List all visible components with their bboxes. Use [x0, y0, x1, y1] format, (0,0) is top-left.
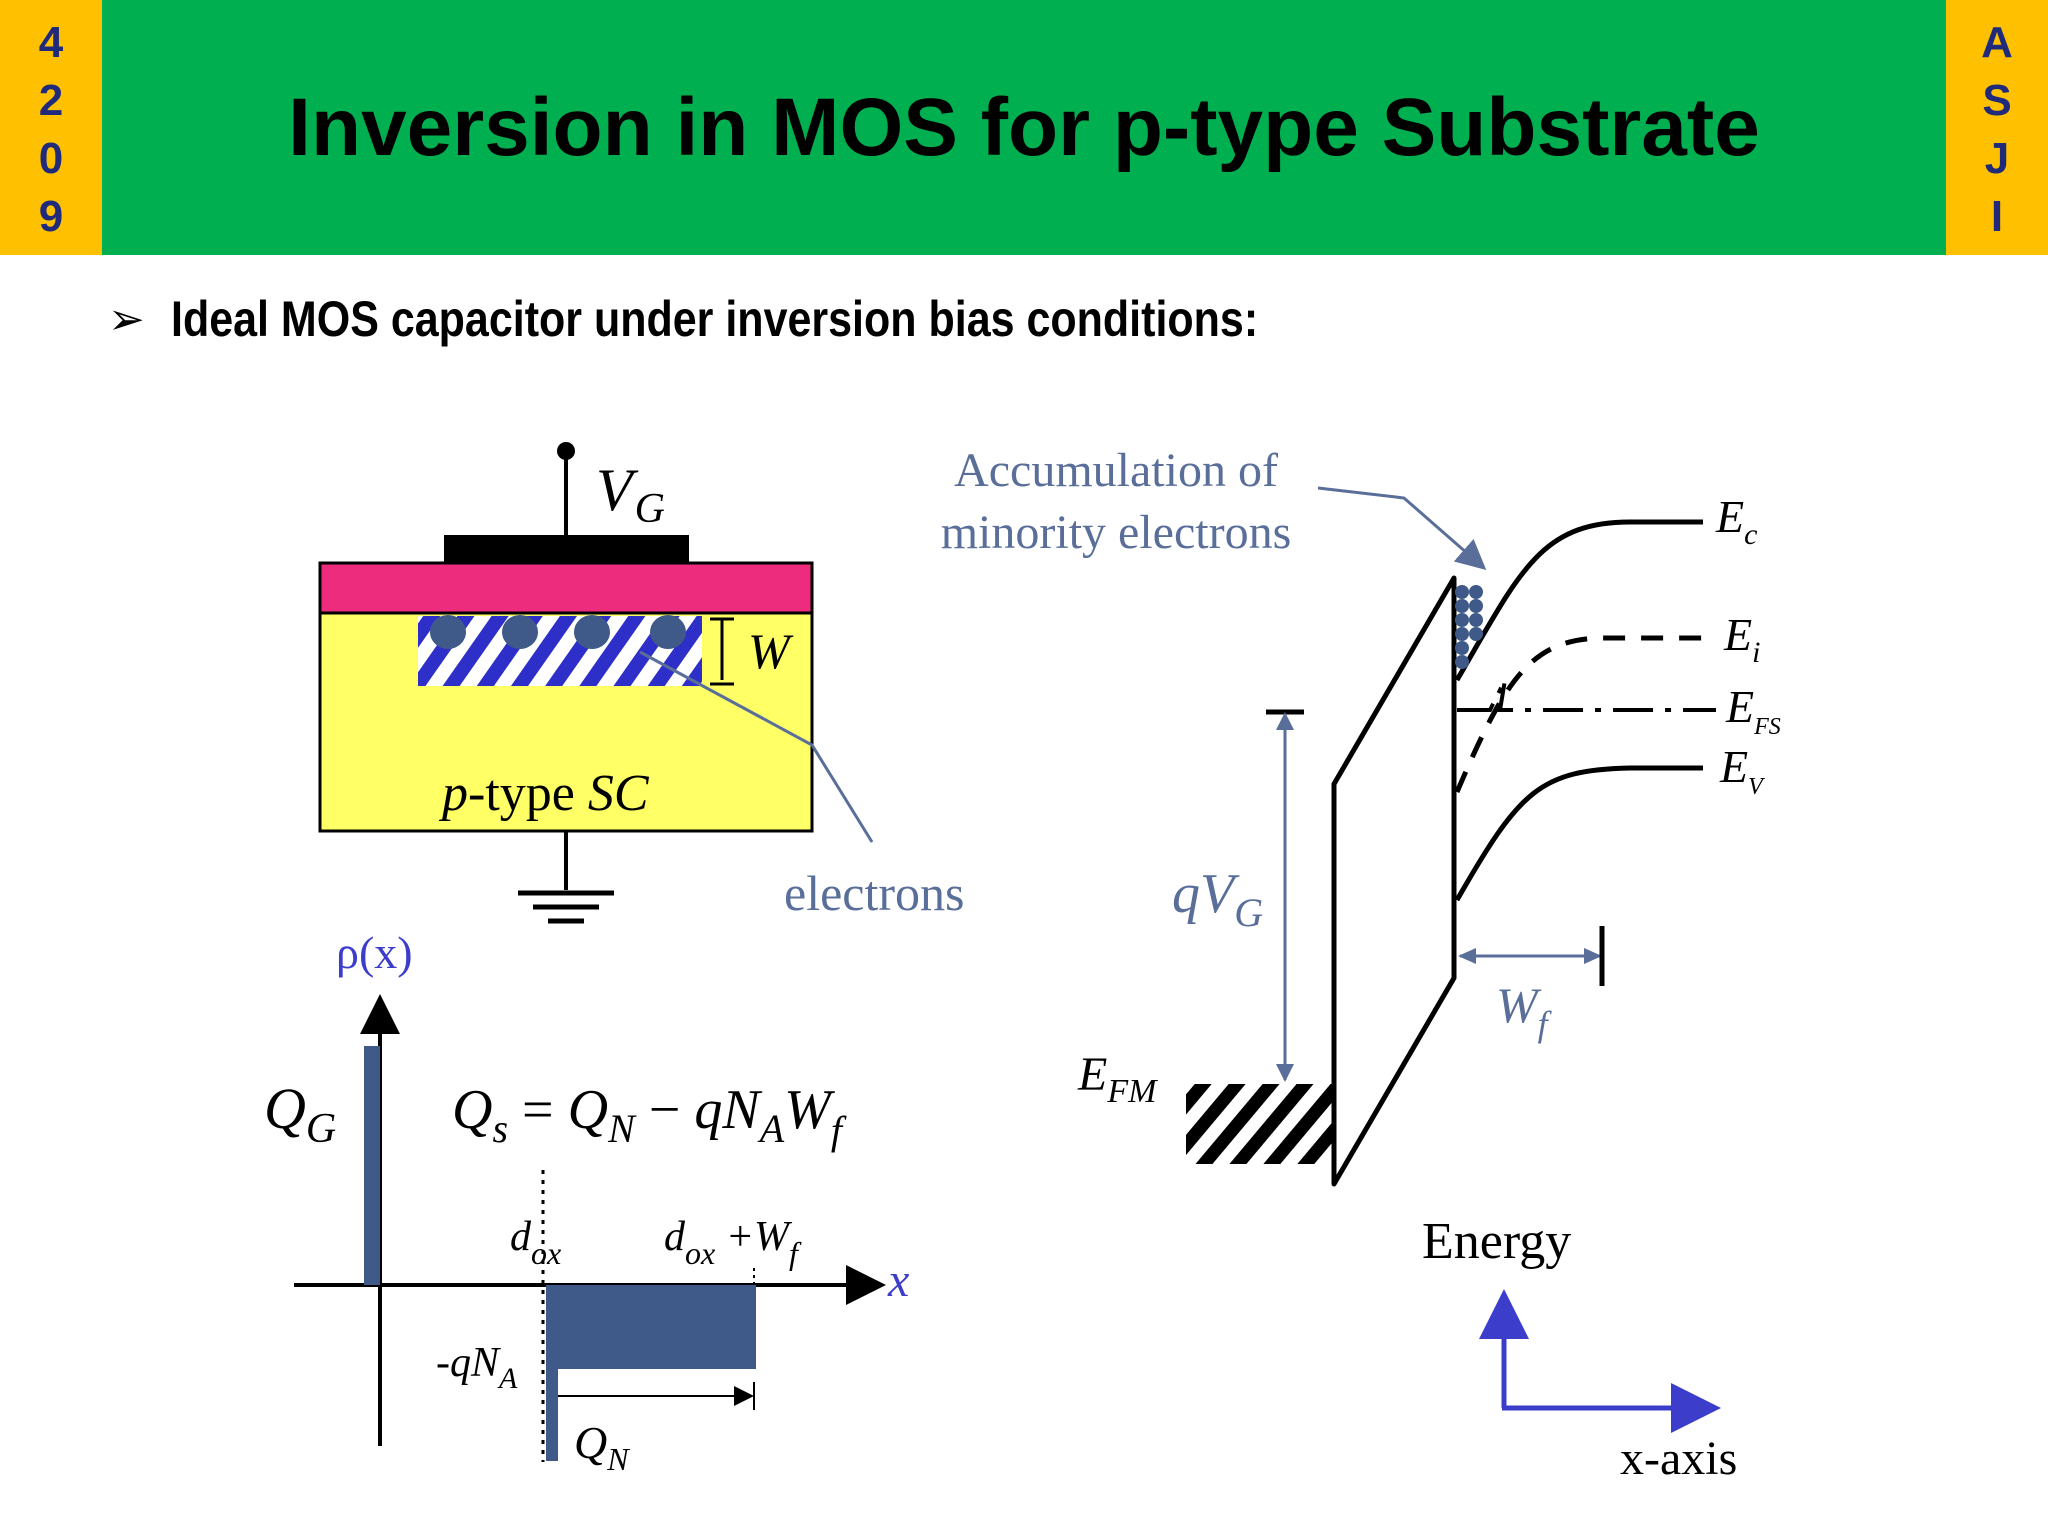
left-letter: 2: [38, 76, 64, 125]
depletion-width-label: W: [748, 623, 794, 679]
electron-dot: [1455, 613, 1469, 627]
mos-structure: W VG p-type SC electrons: [318, 442, 964, 924]
depletion-charge-bar: [546, 1285, 756, 1369]
gate-voltage-label: VG: [596, 457, 665, 532]
metal-fermi-region: [1186, 1084, 1336, 1164]
left-letter: 4: [38, 18, 64, 67]
right-accent-bar: [1946, 0, 2048, 255]
charge-density-plot: ρ(x) QG Qs = QN − qNAWf dox dox +Wf x -q…: [264, 927, 909, 1477]
accumulated-electrons: [1455, 585, 1483, 669]
inversion-charge-label: QN: [574, 1417, 630, 1477]
dox-label: dox: [510, 1214, 561, 1271]
electron-dot: [430, 615, 466, 649]
electron-dot: [1469, 627, 1483, 641]
energy-axis-label: Energy: [1422, 1213, 1571, 1270]
bullet-text: Ideal MOS capacitor under inversion bias…: [170, 291, 1259, 347]
x-axis-label: x: [887, 1254, 909, 1307]
rho-axis-label: ρ(x): [336, 927, 413, 978]
title-banner: [102, 0, 1946, 255]
right-letter: J: [1984, 134, 2010, 183]
inversion-charge-spike: [546, 1285, 558, 1461]
electron-dot: [1455, 655, 1469, 669]
right-letter: A: [1981, 18, 2013, 67]
intrinsic-level: [1454, 635, 1703, 793]
left-accent-bar: [0, 0, 102, 255]
oxide-layer: [318, 561, 814, 615]
electron-dot: [1469, 585, 1483, 599]
wf-arrow-right: [1584, 948, 1602, 964]
accumulation-pointer: [1317, 486, 1487, 570]
charge-equation: Qs = QN − qNAWf: [452, 1079, 847, 1153]
oxide-band: [1331, 575, 1457, 1187]
ei-label: Ei: [1723, 609, 1760, 669]
dox-plus-wf-label: dox +Wf: [664, 1214, 802, 1271]
electron-dot: [1469, 599, 1483, 613]
right-letter: S: [1982, 76, 2012, 125]
electrons-pointer: [639, 650, 874, 843]
conduction-band: [1454, 519, 1703, 682]
electron-dot: [1455, 627, 1469, 641]
electron-dot: [502, 615, 538, 649]
left-letter: 9: [38, 192, 64, 241]
ec-label: Ec: [1715, 491, 1757, 551]
wf-label: Wf: [1496, 977, 1553, 1044]
substrate-label: p-type SC: [438, 765, 650, 822]
right-side-code: A S J I: [1946, 14, 2048, 246]
qvg-arrow-bottom: [1276, 1064, 1294, 1082]
energy-band-diagram: Accumulation of minority electrons Ec Ei…: [941, 444, 1781, 1485]
left-side-code: 4 2 0 9: [0, 14, 102, 246]
inversion-electrons: [430, 615, 686, 649]
slide-title: Inversion in MOS for p-type Substrate: [288, 81, 1760, 173]
accumulation-label-line2: minority electrons: [941, 506, 1292, 559]
gate-charge-bar: [364, 1046, 380, 1285]
wf-arrow-left: [1458, 948, 1476, 964]
electron-dot: [1469, 613, 1483, 627]
qvg-arrow-top: [1276, 712, 1294, 730]
gate-charge-label: QG: [264, 1076, 336, 1152]
bullet-point: ➢ Ideal MOS capacitor under inversion bi…: [108, 290, 1435, 348]
valence-band: [1454, 765, 1703, 902]
x-axis-caption: x-axis: [1620, 1432, 1737, 1485]
right-letter: I: [1990, 192, 2004, 241]
electrons-label: electrons: [784, 865, 964, 921]
electron-dot: [650, 615, 686, 649]
neg-charge-label: -qNA: [436, 1340, 518, 1395]
ev-label: EV: [1719, 741, 1765, 800]
electron-dot: [1455, 641, 1469, 655]
gate-metal: [444, 535, 689, 563]
electron-dot: [574, 615, 610, 649]
qvg-label: qVG: [1172, 863, 1263, 935]
electron-dot: [1455, 599, 1469, 613]
efm-label: EFM: [1077, 1048, 1158, 1110]
efs-label: EFS: [1725, 681, 1781, 740]
accumulation-label-line1: Accumulation of: [954, 444, 1278, 497]
bullet-arrow-icon: ➢: [108, 293, 145, 345]
electron-dot: [1455, 585, 1469, 599]
semiconductor-fermi-level: [1457, 679, 1716, 712]
left-letter: 0: [38, 134, 64, 183]
